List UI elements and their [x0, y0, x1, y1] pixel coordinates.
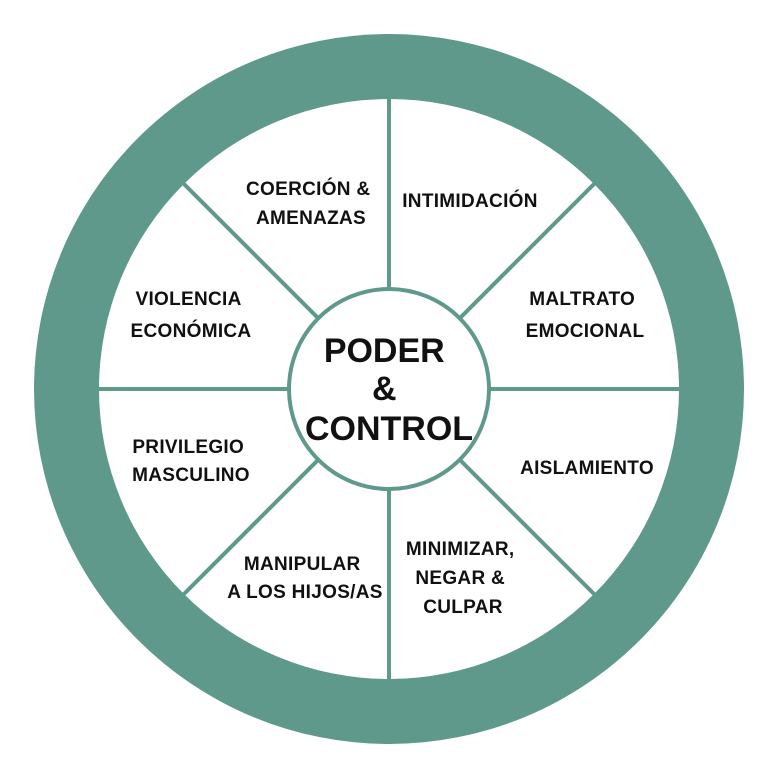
segment-label-privilegio-masculino: PRIVILEGIO MASCULINO [132, 437, 250, 486]
spokes [97, 97, 681, 681]
center-label: PODER & CONTROL [305, 332, 473, 448]
segment-label-aislamiento: AISLAMIENTO [520, 458, 654, 479]
center-hub [287, 287, 491, 491]
spoke-divider [181, 458, 320, 597]
segment-label-minimizar-negar-culpar: MINIMIZAR, NEGAR & CULPAR [406, 539, 520, 618]
segment-label-violencia-economica: VIOLENCIA ECONÓMICA [131, 289, 252, 342]
center-label-line: PODER [324, 332, 445, 370]
center-label-line: CONTROL [305, 410, 473, 448]
segment-label-coercion-amenazas: COERCIÓN & AMENAZAS [246, 178, 376, 229]
segment-label-maltrato-emocional: MALTRATO EMOCIONAL [526, 289, 645, 342]
center-label-line: & [372, 370, 397, 408]
spoke-divider [458, 181, 597, 320]
spoke-divider [458, 458, 597, 597]
spoke-divider [181, 181, 320, 320]
segment-label-intimidacion: INTIMIDACIÓN [402, 190, 538, 212]
segment-label-manipular-hijos: MANIPULAR A LOS HIJOS/AS [227, 554, 383, 603]
